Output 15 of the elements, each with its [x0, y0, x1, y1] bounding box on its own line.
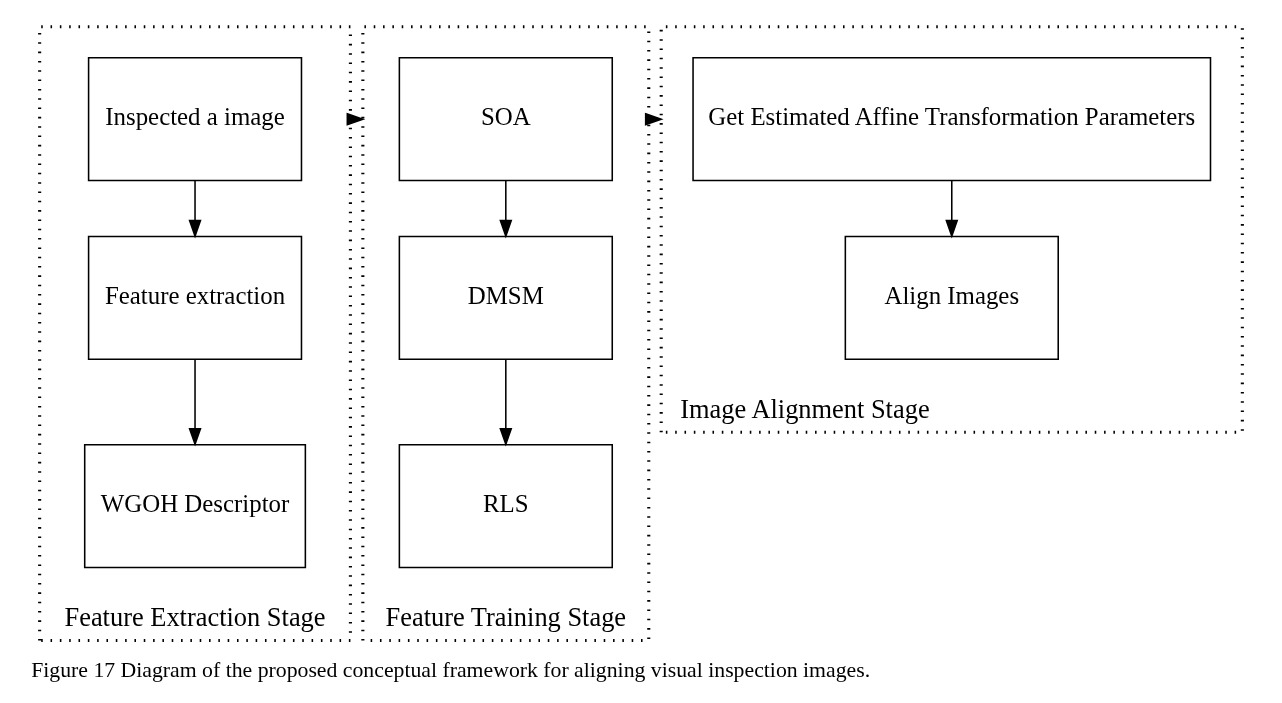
- caption: Figure 17 Diagram of the proposed conceptual framework for aligning visual inspection images.: [31, 657, 871, 682]
- node-box: WGOH Descriptor: [83, 443, 307, 569]
- node-box: SOA: [398, 57, 614, 182]
- arrow: [499, 179, 513, 239]
- node-box: Get Estimated Affine Transformation Parameters: [692, 57, 1212, 182]
- node-box: Feature extraction: [87, 235, 303, 361]
- arrow: [188, 358, 202, 447]
- arrow: [499, 358, 513, 447]
- arrow: [644, 112, 664, 126]
- node-box: Inspected a image: [87, 57, 303, 182]
- node-box: Align Images: [844, 235, 1059, 361]
- arrow: [188, 179, 202, 239]
- node-box: DMSM: [398, 235, 614, 361]
- node-box: RLS: [398, 443, 614, 569]
- arrow: [945, 179, 959, 239]
